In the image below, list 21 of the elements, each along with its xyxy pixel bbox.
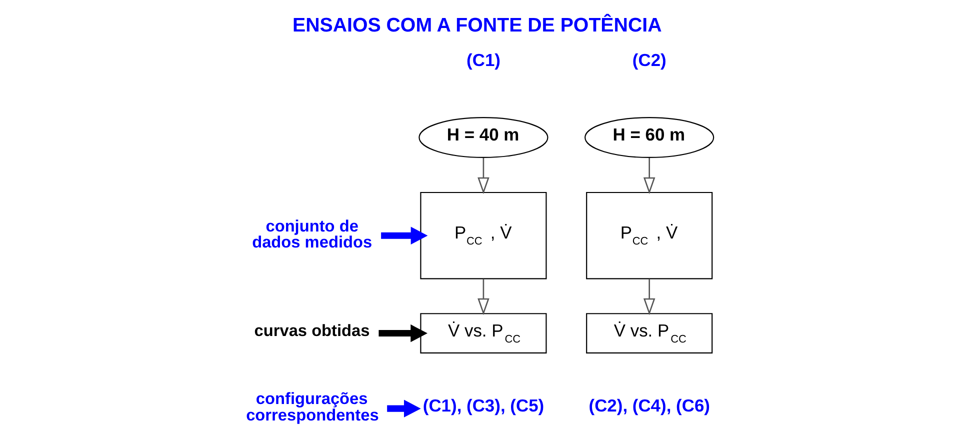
node-label: (C1) (466, 50, 500, 70)
node-box: V̇ vs. P$_{CC}$ (586, 313, 713, 354)
arrow (478, 278, 490, 316)
arrow (381, 226, 428, 244)
arrow (643, 158, 656, 194)
arrow (387, 400, 421, 418)
diagram-title: ENSAIOS COM A FONTE DE POTÊNCIA (292, 14, 662, 37)
node-box: V̇ vs. P$_{CC}$ (420, 313, 547, 354)
arrow (643, 278, 656, 316)
arrow (478, 158, 490, 194)
node-text: curvas obtidas (254, 322, 370, 340)
node-label: (C2) (632, 50, 666, 70)
node-text: conjunto de dados medidos (252, 217, 372, 252)
node-text: configurações correspondentes (246, 390, 379, 425)
node-box: P$_{CC}$ , V̇ (420, 192, 547, 280)
node-ellipse: H = 60 m (584, 117, 714, 158)
node-text: (C1), (C3), (C5) (422, 396, 544, 416)
label: (C2), (C4), (C6) (588, 396, 710, 416)
node-ellipse: H = 40 m (418, 117, 548, 158)
node-box: P$_{CC}$ , V̇ (586, 192, 713, 280)
arrow (378, 324, 428, 342)
